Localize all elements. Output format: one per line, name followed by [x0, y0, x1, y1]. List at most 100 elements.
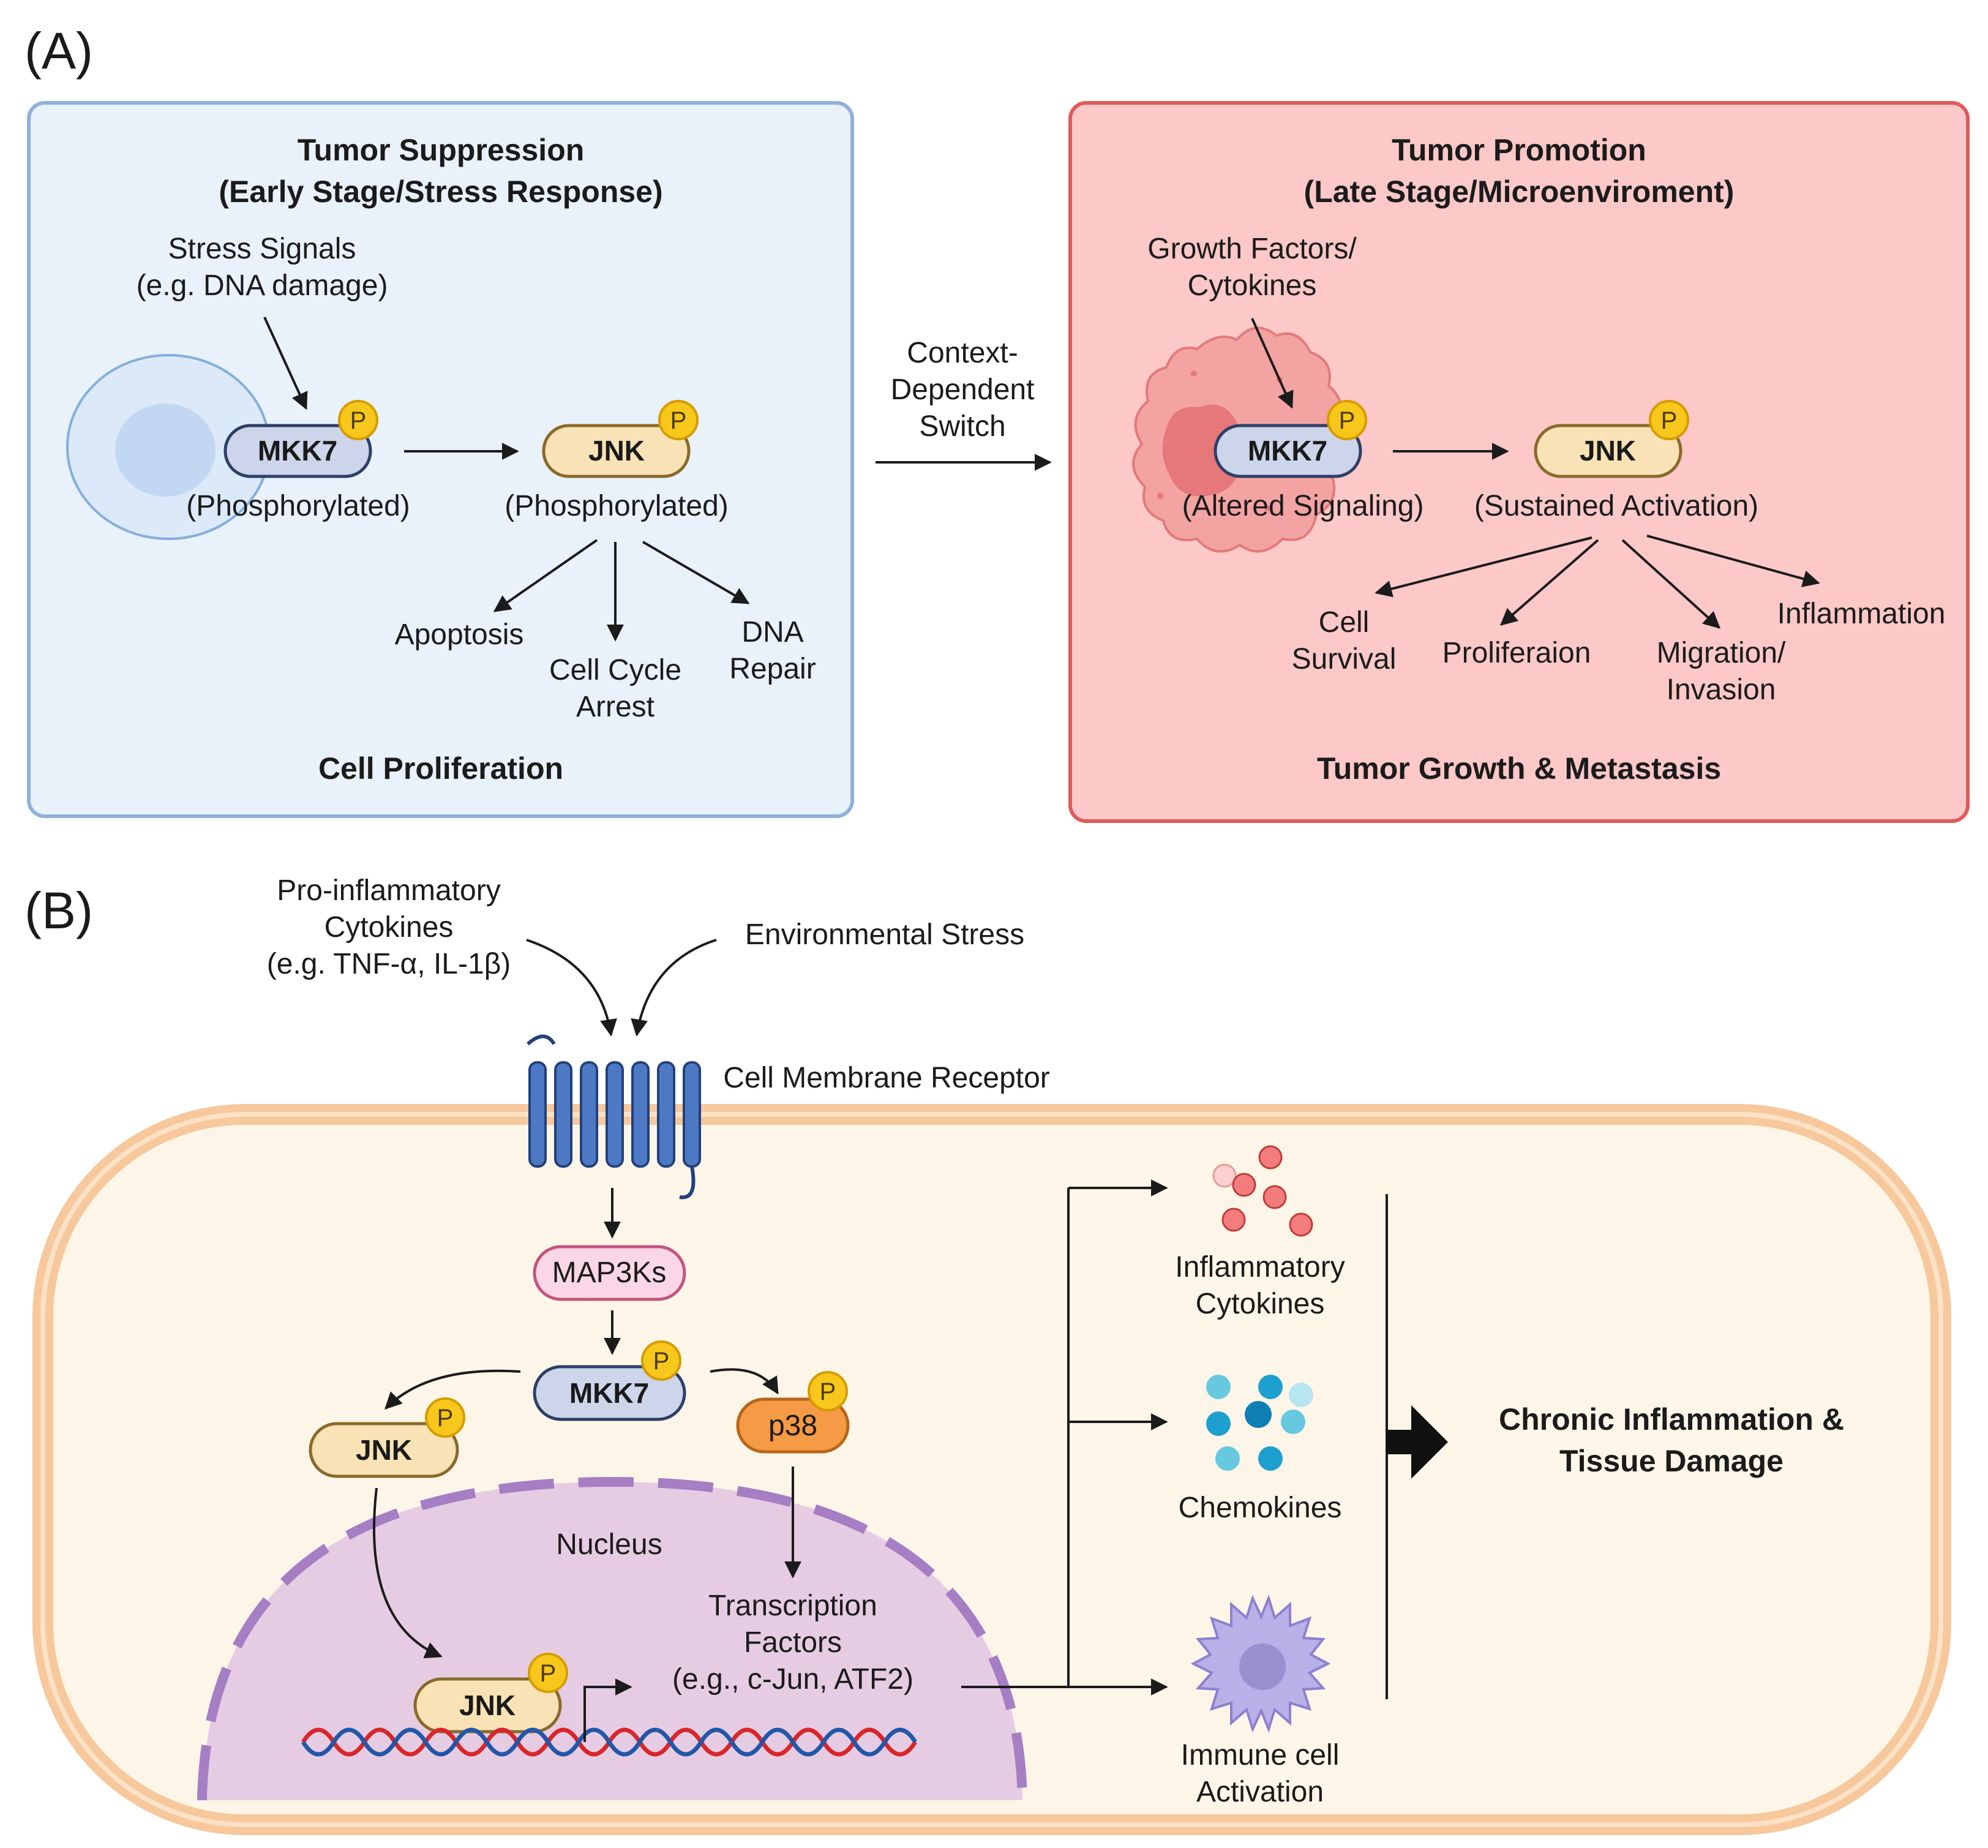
tumor-suppression-subtitle: (Early Stage/Stress Response)	[219, 175, 662, 209]
switch-line2: Dependent	[891, 374, 1035, 406]
environmental-stress-label: Environmental Stress	[745, 918, 1024, 951]
mkk7-pill	[223, 424, 372, 478]
cytokine-examples-label: (e.g. TNF-α, IL-1β)	[267, 948, 511, 980]
mkk7-to-jnk-arrow	[384, 1369, 521, 1410]
factors-label: Factors	[744, 1626, 842, 1659]
map3k-pill	[533, 1245, 686, 1301]
normal-nucleus-icon	[115, 404, 216, 497]
panel-b-label: (B)	[24, 882, 93, 939]
cytokines-label: Cytokines	[1188, 269, 1317, 302]
tumor-nucleus-icon	[1162, 404, 1245, 497]
phospho-label: P	[670, 407, 687, 434]
jnk-translocation-arrow	[372, 1487, 443, 1659]
dna-icon	[301, 1727, 917, 1757]
inflammatory-cytokines-label: Cytokines	[1196, 1288, 1325, 1320]
cell-proliferation-footer: Cell Proliferation	[318, 751, 563, 786]
jnk-pill	[542, 424, 691, 478]
chemokine-particles-icon	[1206, 1375, 1313, 1471]
tumor-suppression-box: Tumor Suppression (Early Stage/Stress Re…	[27, 101, 854, 818]
p38-pill	[736, 1397, 850, 1454]
transcription-start-arrow	[583, 1678, 632, 1742]
cell-label: Cell	[1319, 606, 1370, 639]
phospho-label: P	[653, 1348, 670, 1375]
immune-cell-icon	[1190, 1594, 1331, 1733]
tf-label: Transcription	[708, 1590, 877, 1622]
proliferation-label: Proliferaion	[1442, 637, 1591, 669]
result-line1: Chronic Inflammation &	[1499, 1402, 1844, 1437]
phospho-icon	[425, 1397, 465, 1438]
phospho-icon	[641, 1340, 681, 1381]
nucleus	[197, 1476, 1027, 1801]
panel-a-label: (A)	[24, 22, 93, 80]
cytokines-input-label: Cytokines	[324, 911, 454, 944]
cytokine-input-arrow	[526, 939, 617, 1037]
phospho-label: P	[820, 1378, 836, 1405]
switch-line3: Switch	[919, 410, 1005, 443]
tumor-growth-footer: Tumor Growth & Metastasis	[1317, 751, 1721, 786]
mkk7-label: MKK7	[258, 435, 337, 467]
tumor-promotion-box: Tumor Promotion (Late Stage/Microenvirom…	[1068, 101, 1970, 823]
pro-inflammatory-label: Pro-inflammatory	[277, 874, 500, 907]
arrest-label: Arrest	[576, 691, 655, 723]
jnk-label: JNK	[588, 435, 645, 467]
jnk-pill	[1534, 424, 1682, 478]
nuclear-jnk-pill	[413, 1677, 562, 1733]
nuclear-jnk-label: JNK	[459, 1689, 516, 1721]
phospho-label: P	[1339, 407, 1356, 434]
inflammation-label: Inflammation	[1777, 598, 1946, 630]
phospho-label: P	[437, 1405, 454, 1432]
jnk-pill	[309, 1422, 459, 1478]
phospho-label: P	[1661, 407, 1678, 434]
cytokine-particles-icon	[1212, 1145, 1313, 1237]
dna-label: DNA	[741, 616, 803, 648]
migration-label: Migration/	[1657, 637, 1786, 669]
mkk7-pill	[1213, 424, 1362, 478]
chemokines-label: Chemokines	[1179, 1492, 1342, 1524]
mkk7-state: (Altered Signaling)	[1182, 490, 1424, 522]
mkk7-label: MKK7	[569, 1377, 649, 1409]
tumor-promotion-subtitle: (Late Stage/Microenviroment)	[1304, 175, 1735, 209]
growth-factors-label: Growth Factors/	[1147, 233, 1357, 265]
immune-cell-label: Immune cell	[1181, 1739, 1340, 1771]
result-arrow-icon	[1387, 1405, 1448, 1479]
jnk-label: JNK	[356, 1434, 412, 1466]
switch-line1: Context-	[907, 337, 1018, 369]
migration-arrow	[1621, 539, 1721, 629]
proliferation-arrow	[1499, 539, 1599, 626]
mkk7-state: (Phosphorylated)	[186, 490, 410, 522]
stress-signals-label: Stress Signals	[168, 233, 356, 265]
receptor-label: Cell Membrane Receptor	[723, 1062, 1050, 1094]
inflammation-arrow	[1646, 535, 1820, 587]
nucleus-label: Nucleus	[556, 1528, 662, 1561]
mkk7-to-p38-arrow	[710, 1368, 779, 1395]
jnk-state: (Phosphorylated)	[505, 490, 729, 522]
phospho-icon	[528, 1653, 568, 1693]
phospho-icon	[338, 400, 378, 440]
phospho-icon	[808, 1371, 848, 1411]
phospho-icon	[1649, 400, 1689, 440]
tumor-promotion-title: Tumor Promotion	[1392, 133, 1646, 167]
phospho-label: P	[350, 407, 367, 434]
cell-survival-arrow	[1375, 536, 1592, 598]
dna-repair-arrow	[642, 541, 750, 604]
membrane-receptor-icon	[527, 1034, 701, 1200]
invasion-label: Invasion	[1667, 674, 1776, 706]
cell-cycle-label: Cell Cycle	[549, 654, 681, 686]
map3k-label: MAP3Ks	[552, 1256, 667, 1289]
survival-label: Survival	[1292, 643, 1397, 675]
inflammatory-label: Inflammatory	[1175, 1251, 1345, 1283]
jnk-state: (Sustained Activation)	[1474, 490, 1758, 522]
jnk-label: JNK	[1580, 435, 1636, 467]
p38-label: p38	[768, 1410, 817, 1442]
apoptosis-arrow	[493, 539, 598, 612]
stress-input-arrow	[631, 939, 717, 1037]
repair-label: Repair	[729, 653, 816, 685]
phospho-icon	[1327, 400, 1367, 440]
tumor-suppression-title: Tumor Suppression	[298, 133, 585, 167]
activation-label: Activation	[1196, 1776, 1324, 1808]
tf-examples-label: (e.g., c-Jun, ATF2)	[672, 1663, 913, 1696]
growth-factor-arrow	[1251, 318, 1294, 409]
phospho-label: P	[540, 1660, 557, 1687]
stress-arrow	[263, 317, 308, 410]
